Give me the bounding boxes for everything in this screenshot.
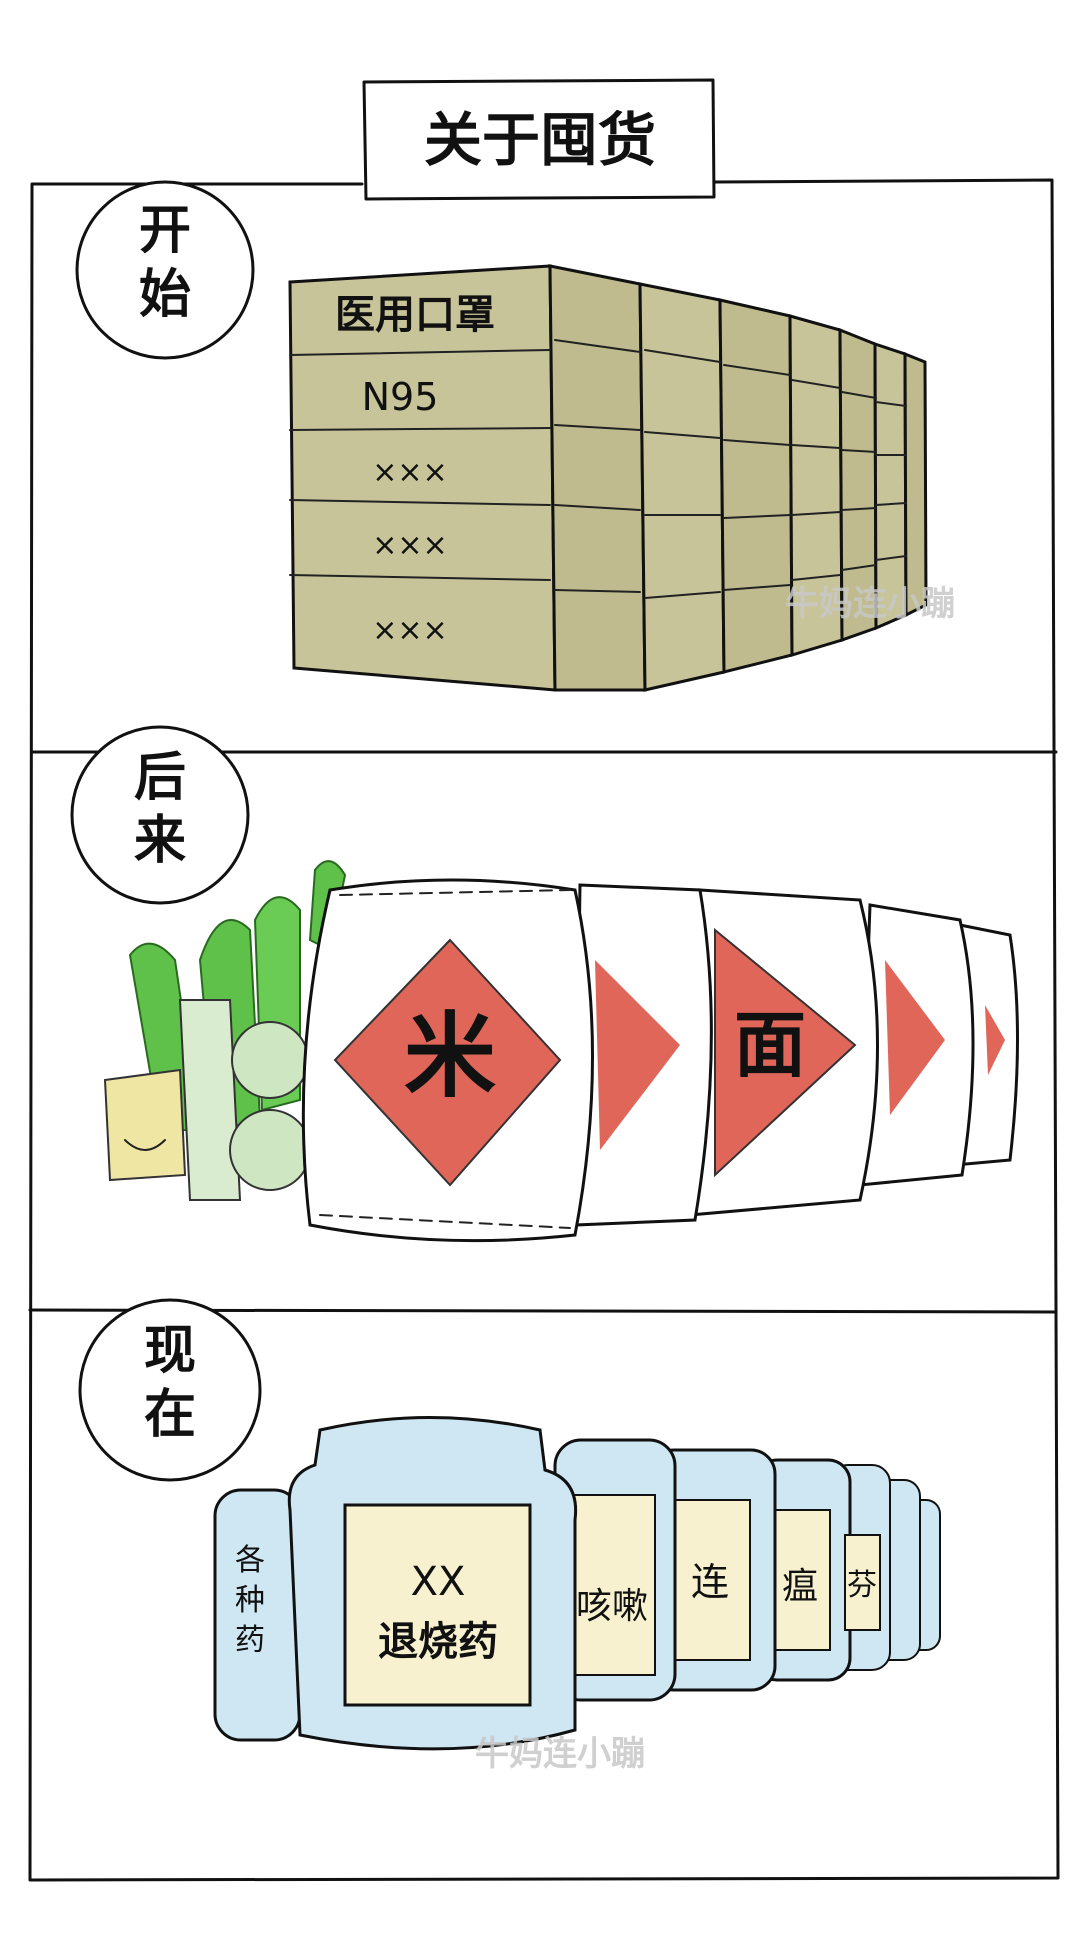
panel-label-char-1: 后 — [134, 748, 186, 808]
grain-bags: 面 米 — [301, 878, 1019, 1243]
box-label-xxx-1: ××× — [372, 455, 447, 490]
jar-label-wen: 瘟 — [782, 1566, 818, 1607]
panel-label-circle — [78, 1298, 262, 1482]
jar-side-label-2: 种 — [235, 1583, 265, 1618]
jar-label-fen: 芬 — [847, 1568, 877, 1603]
watermark-2: 牛妈连小蹦 — [475, 1734, 645, 1774]
panel-label-circle — [70, 725, 250, 905]
medicine-jars: 瘟 连 咳嗽 芬 各 种 药 XX 退烧药 — [213, 1416, 941, 1751]
box-label-medical-mask: 医用口罩 — [335, 292, 495, 338]
jar-label-cough: 咳嗽 — [576, 1586, 648, 1627]
title-box: 关于囤货 — [362, 78, 716, 201]
watermark-1: 牛妈连小蹦 — [785, 584, 955, 624]
bag-label-rice: 米 — [404, 1003, 496, 1110]
jar-label-lian: 连 — [691, 1560, 729, 1604]
panel-label-char-1: 现 — [144, 1321, 196, 1381]
jar-side-label-1: 各 — [235, 1543, 265, 1578]
title-text: 关于囤货 — [424, 106, 656, 174]
box-label-xxx-2: ××× — [372, 528, 447, 563]
jar-side-label-3: 药 — [235, 1623, 265, 1658]
panel-label-circle — [75, 180, 255, 360]
panel-now: 现 在 瘟 连 咳嗽 芬 各 种 药 XX — [78, 1298, 941, 1751]
vegetables — [103, 860, 347, 1201]
panel-label-char-2: 来 — [134, 811, 186, 871]
box-label-xxx-3: ××× — [372, 613, 447, 648]
panel-label-char-2: 始 — [139, 265, 191, 325]
jar-label-fever-medicine: 退烧药 — [378, 1619, 498, 1665]
panel-label-char-2: 在 — [144, 1385, 196, 1445]
panel-label-char-1: 开 — [139, 201, 191, 261]
jar-label-xx: XX — [411, 1559, 466, 1605]
panel-start: 开 始 医用口罩 N95 ××× ××× ××× — [75, 180, 928, 692]
panel-later: 后 来 面 米 — [70, 725, 1019, 1243]
mask-box-stack: 医用口罩 N95 ××× ××× ××× — [288, 264, 928, 692]
box-label-n95: N95 — [362, 375, 439, 419]
bag-label-noodle: 面 — [734, 1003, 806, 1087]
